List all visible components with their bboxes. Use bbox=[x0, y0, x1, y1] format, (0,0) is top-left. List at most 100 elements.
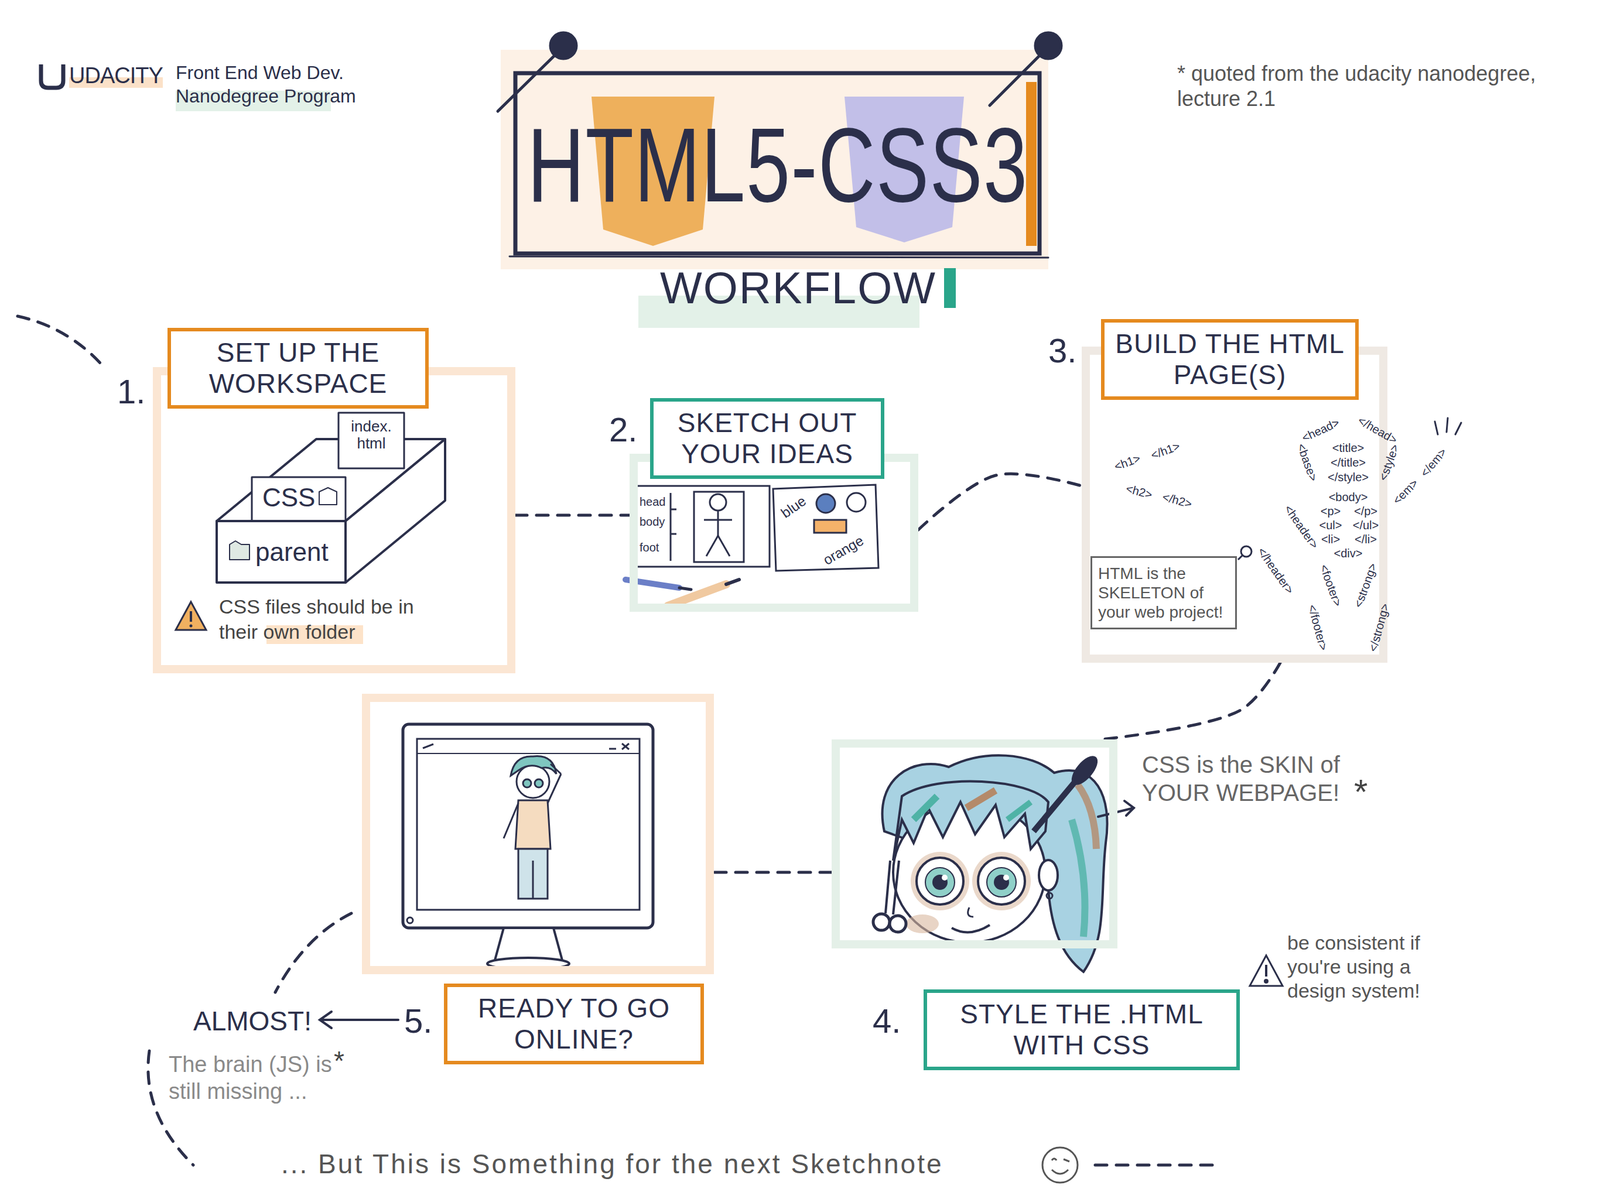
callout-note: CSS is the SKIN of YOUR WEBPAGE! bbox=[1142, 750, 1342, 808]
warning-icon bbox=[1265, 980, 1268, 984]
html-tag: </h1> bbox=[1149, 439, 1182, 463]
workspace-crate bbox=[216, 521, 346, 583]
footnote-mark: * bbox=[333, 1045, 345, 1078]
styled-face bbox=[1007, 802, 1031, 820]
step-heading: READY TO GO ONLINE? bbox=[443, 983, 704, 1065]
html-tag: <title> bbox=[1332, 441, 1364, 456]
dashed-connector bbox=[1101, 662, 1281, 740]
styled-face bbox=[1003, 874, 1010, 881]
html-tag: <h2> bbox=[1124, 481, 1154, 502]
dashed-connector bbox=[515, 514, 630, 518]
incoming-dashes bbox=[275, 913, 352, 993]
warning-icon bbox=[1249, 955, 1283, 987]
monitor bbox=[402, 724, 654, 929]
sketch-card bbox=[703, 519, 733, 522]
html-tag: </h2> bbox=[1160, 490, 1193, 511]
warning-icon bbox=[175, 602, 207, 631]
magnifier bbox=[1240, 546, 1252, 557]
styled-face bbox=[951, 925, 990, 933]
styled-face bbox=[910, 852, 970, 911]
program-name: Front End Web Dev. Nanodegree Program bbox=[175, 60, 428, 108]
workspace-crate bbox=[216, 412, 446, 583]
monitor bbox=[402, 724, 654, 970]
sketch-label: foot bbox=[639, 541, 659, 555]
incoming-dashes bbox=[1095, 1164, 1213, 1168]
html-tag: <h1> bbox=[1112, 451, 1143, 474]
callout-heading: ALMOST! bbox=[193, 1006, 312, 1038]
sketch-card bbox=[846, 493, 866, 512]
pointer-arrow bbox=[320, 1019, 399, 1022]
workflow-step-panel: HTML is the SKELETON of your web project… bbox=[1081, 346, 1388, 663]
styled-face bbox=[968, 907, 974, 918]
screen-character bbox=[550, 764, 562, 775]
hand-marks bbox=[1434, 421, 1438, 435]
html-tag: <em> bbox=[1390, 476, 1421, 508]
workflow-step-panel: 5.READY TO GO ONLINE? bbox=[361, 693, 714, 975]
title-text: HTML5-CSS3 bbox=[527, 112, 1028, 218]
workspace-crate bbox=[345, 439, 446, 583]
screen-character bbox=[510, 756, 557, 776]
hand-marks bbox=[1446, 418, 1448, 433]
sketch-label: orange bbox=[820, 532, 867, 569]
sketch-card bbox=[670, 508, 677, 511]
styled-face bbox=[893, 781, 1049, 861]
closing-note: ... But This is Something for the next S… bbox=[281, 1149, 944, 1181]
warning-icon bbox=[1249, 955, 1283, 987]
folder-label: CSS bbox=[262, 483, 316, 514]
screen-character bbox=[503, 803, 519, 839]
screen-character bbox=[547, 774, 562, 804]
dashed-connector bbox=[713, 871, 832, 875]
title-frame bbox=[515, 73, 1040, 254]
sketch-card bbox=[814, 520, 847, 533]
smiley bbox=[1042, 1147, 1078, 1184]
html-tag: <body> bbox=[1328, 490, 1369, 505]
screen-character bbox=[518, 849, 548, 899]
styled-face bbox=[1068, 753, 1101, 788]
styled-face bbox=[1077, 784, 1097, 850]
html-tag: </title> bbox=[1330, 456, 1366, 470]
html-tag: <head> bbox=[1299, 415, 1342, 446]
html-tag: </ul> bbox=[1352, 518, 1379, 533]
pointer-arrow bbox=[1124, 801, 1134, 816]
workflow-highlight bbox=[944, 268, 956, 309]
udacity-logo bbox=[40, 64, 64, 88]
styled-face bbox=[966, 790, 996, 809]
html-tag: </style> bbox=[1327, 470, 1369, 485]
styled-face bbox=[882, 755, 1108, 973]
styled-face bbox=[925, 867, 955, 898]
warning-icon bbox=[189, 624, 193, 628]
sketch-card bbox=[717, 510, 720, 536]
styled-face bbox=[1038, 860, 1058, 891]
smiley bbox=[1063, 1159, 1070, 1162]
monitor bbox=[416, 739, 640, 911]
title-frame bbox=[509, 73, 1049, 258]
pin bbox=[1035, 32, 1062, 59]
workspace-crate bbox=[251, 477, 346, 522]
sketch-card bbox=[693, 491, 744, 563]
monitor bbox=[416, 753, 640, 755]
callout-note: The brain (JS) is still missing ... bbox=[168, 1051, 333, 1106]
pin bbox=[497, 46, 564, 112]
title-wash bbox=[500, 49, 1049, 270]
monitor bbox=[621, 743, 629, 750]
styled-face bbox=[1033, 778, 1078, 832]
smiley bbox=[1051, 1159, 1057, 1161]
tip-note: be consistent if you're using a design s… bbox=[1287, 931, 1463, 1003]
sketch-card bbox=[706, 535, 719, 557]
workspace-crate bbox=[319, 487, 337, 505]
step-number: 1. bbox=[117, 374, 146, 409]
sketch-card bbox=[709, 494, 727, 511]
logo-text: UDACITY bbox=[69, 63, 163, 90]
pin bbox=[497, 32, 1062, 112]
monitor bbox=[609, 748, 617, 751]
monitor bbox=[621, 743, 629, 750]
sketch-card bbox=[718, 535, 730, 557]
html-tag: <li> bbox=[1321, 532, 1340, 547]
styled-face bbox=[1071, 819, 1086, 938]
monitor bbox=[494, 928, 563, 961]
pointer-arrow bbox=[319, 1012, 332, 1029]
workflow-step-panel: 2.SKETCH OUT YOUR IDEAS bbox=[629, 453, 919, 613]
sketch-card bbox=[633, 484, 879, 572]
html-tag: <strong> bbox=[1351, 561, 1381, 610]
screen-character bbox=[516, 765, 550, 799]
